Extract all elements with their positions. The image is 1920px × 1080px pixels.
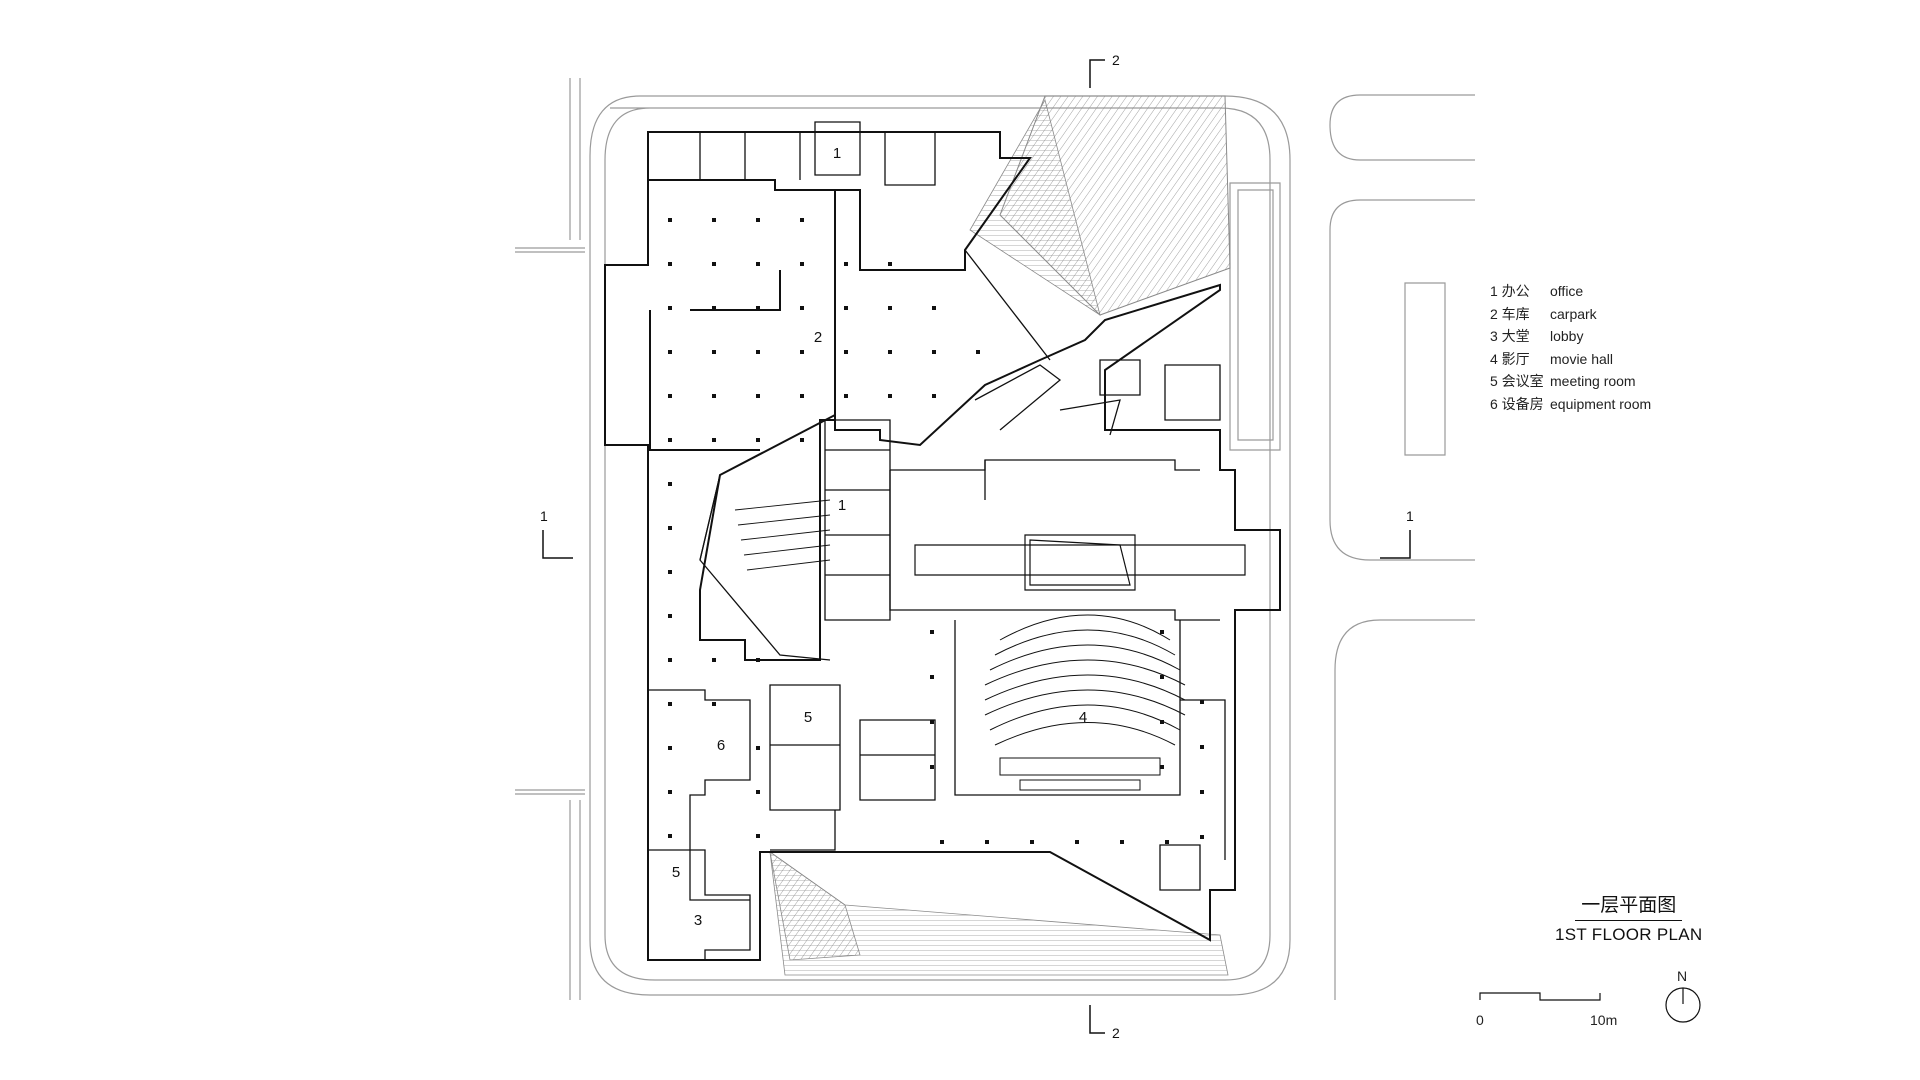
movie-hall-seating	[984, 614, 1186, 791]
legend-row-equipment-room: 6 设备房 equipment room	[1490, 393, 1651, 416]
legend-row-meeting-room: 5 会议室 meeting room	[1490, 370, 1651, 393]
section-mark-top: 2	[1112, 52, 1120, 68]
legend-cn: 6 设备房	[1490, 395, 1544, 412]
room-label-carpark: 2	[814, 329, 822, 346]
legend-row-lobby: 3 大堂 lobby	[1490, 325, 1651, 348]
north-label: N	[1677, 968, 1688, 984]
legend-cn: 1 办公	[1490, 283, 1530, 299]
section-mark-right: 1	[1406, 508, 1414, 524]
central-atrium	[914, 534, 1246, 591]
section-mark-left: 1	[540, 508, 548, 524]
building-walls	[604, 131, 1281, 961]
legend-en: movie hall	[1550, 350, 1614, 367]
legend-en: lobby	[1550, 328, 1584, 344]
interior-walls	[648, 121, 1226, 960]
legend-en: equipment room	[1550, 395, 1652, 412]
drawing-title-cn: 一层平面图	[1575, 890, 1683, 921]
lecture-seating	[734, 499, 831, 571]
legend-cn: 5 会议室	[1490, 373, 1544, 389]
room-label-meeting-center: 5	[804, 709, 812, 726]
columns	[668, 218, 1204, 844]
room-labels: 1 2 1 5 6 4 5 3	[672, 145, 1087, 929]
section-markers	[542, 59, 1411, 1034]
room-legend: 1 办公 office 2 车库 carpark 3 大堂 lobby 4 影厅…	[1490, 280, 1651, 415]
legend-cn: 4 影厅	[1490, 350, 1530, 367]
room-label-lobby: 3	[694, 912, 702, 929]
room-label-office-north: 1	[833, 145, 841, 162]
legend-row-movie-hall: 4 影厅 movie hall	[1490, 348, 1651, 371]
legend-cn: 3 大堂	[1490, 328, 1530, 344]
section-mark-bottom: 2	[1112, 1025, 1120, 1041]
room-label-equipment: 6	[717, 737, 725, 754]
legend-cn: 2 车库	[1490, 305, 1530, 322]
legend-en: carpark	[1550, 305, 1597, 322]
site-outline	[515, 78, 1475, 1000]
scale-bar	[1479, 992, 1601, 1001]
room-label-office-center: 1	[838, 497, 846, 514]
legend-en: meeting room	[1550, 373, 1636, 389]
scale-start-label: 0	[1476, 1012, 1484, 1028]
legend-en: office	[1550, 283, 1584, 299]
drawing-title-en: 1ST FLOOR PLAN	[1555, 925, 1703, 944]
legend-row-carpark: 2 车库 carpark	[1490, 303, 1651, 326]
room-label-movie-hall: 4	[1079, 709, 1087, 726]
scale-end-label: 10m	[1590, 1012, 1618, 1028]
room-label-meeting-south: 5	[672, 864, 680, 881]
drawing-title: 一层平面图 1ST FLOOR PLAN	[1555, 890, 1703, 945]
north-arrow	[1665, 987, 1701, 1023]
legend-row-office: 1 办公 office	[1490, 280, 1651, 303]
ramp-hatching	[769, 95, 1231, 976]
